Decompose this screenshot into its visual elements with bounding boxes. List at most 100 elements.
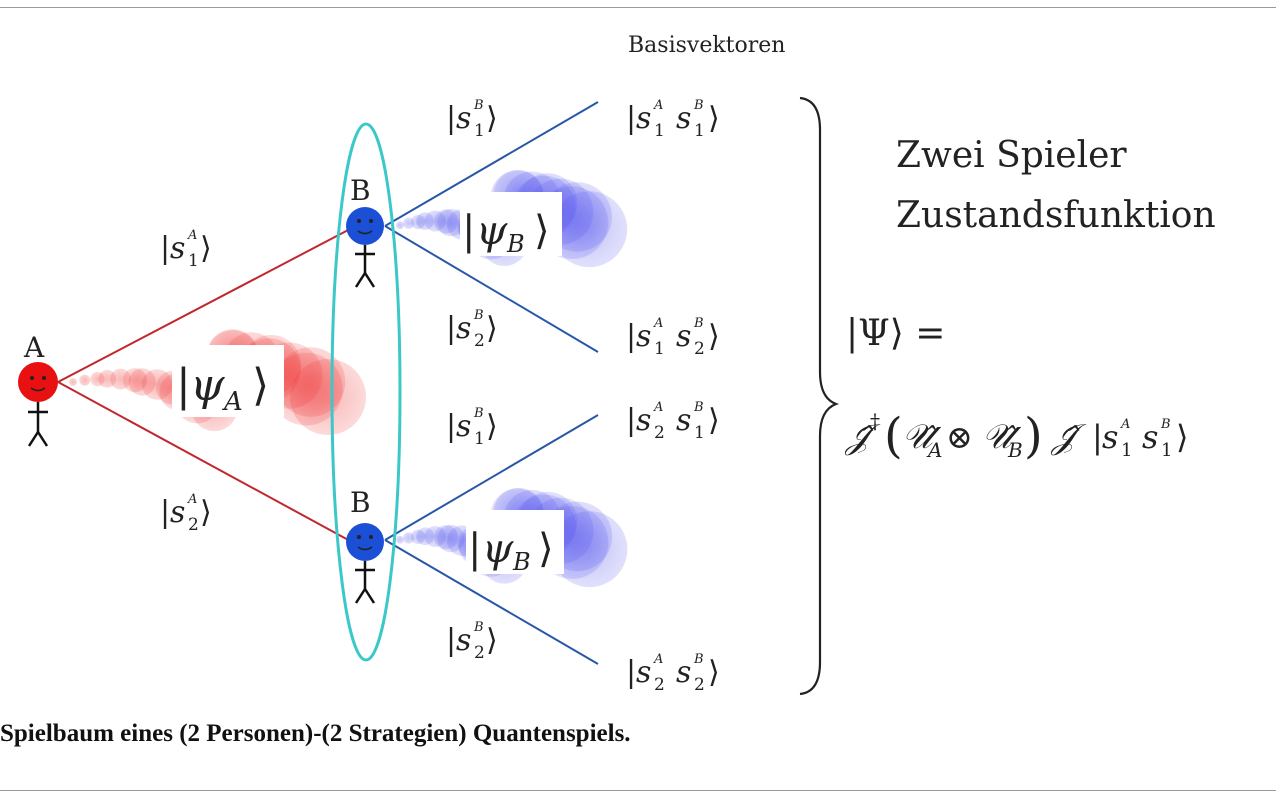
svg-text:⟩: ⟩ bbox=[486, 409, 498, 444]
player-b-bottom-label: B bbox=[350, 486, 371, 519]
svg-text:|: | bbox=[446, 409, 456, 444]
cloud-bubble bbox=[551, 191, 628, 268]
edge-a-top bbox=[57, 227, 353, 383]
svg-text:s: s bbox=[456, 101, 471, 136]
player-a-head bbox=[18, 362, 58, 402]
svg-text:⟩: ⟩ bbox=[1176, 418, 1188, 456]
edge-label-a-top: | s 1 A ⟩ bbox=[160, 228, 212, 271]
svg-text:|: | bbox=[626, 403, 636, 438]
svg-text:|: | bbox=[462, 208, 475, 254]
edge-b-bottom-down bbox=[384, 539, 599, 665]
player-b-bottom-head bbox=[346, 523, 384, 561]
right-curly-brace bbox=[799, 96, 840, 696]
basis-vector-4: | s 2 A s 2 B ⟩ bbox=[626, 652, 720, 695]
svg-text:⟩: ⟩ bbox=[486, 101, 498, 136]
svg-text:A: A bbox=[653, 652, 663, 667]
svg-text:⟩: ⟩ bbox=[486, 623, 498, 658]
psi-b-top-label: | ψ B ⟩ bbox=[460, 192, 562, 258]
svg-text:†: † bbox=[870, 409, 880, 433]
svg-text:A: A bbox=[187, 228, 197, 243]
svg-text:A: A bbox=[653, 400, 663, 415]
bottom-border bbox=[0, 790, 1276, 791]
svg-text:|: | bbox=[1092, 418, 1103, 456]
svg-text:|: | bbox=[468, 526, 481, 572]
svg-text:2: 2 bbox=[654, 423, 665, 443]
svg-text:1: 1 bbox=[694, 423, 705, 443]
svg-text:B: B bbox=[512, 548, 531, 576]
svg-text:s: s bbox=[636, 655, 651, 690]
svg-text:B: B bbox=[473, 620, 484, 635]
basis-vector-3: | s 2 A s 1 B ⟩ bbox=[626, 400, 720, 443]
svg-text:⟩: ⟩ bbox=[708, 319, 720, 354]
svg-text:s: s bbox=[170, 495, 185, 530]
svg-text:ψ: ψ bbox=[190, 360, 225, 411]
state-formula: 𝒥̂ † ( 𝒰̂ A ⊗ 𝒰̂ B ) 𝒥̂ | s 1 A s 1 B ⟩ bbox=[844, 408, 1188, 464]
player-b-top-figure bbox=[346, 207, 384, 288]
svg-text:B: B bbox=[693, 98, 704, 113]
svg-text:s: s bbox=[456, 409, 471, 444]
svg-text:s: s bbox=[636, 403, 651, 438]
svg-text:s: s bbox=[1142, 418, 1158, 456]
basis-vector-2: | s 1 A s 2 B ⟩ bbox=[626, 316, 720, 359]
right-line-2: Zustandsfunktion bbox=[896, 195, 1216, 236]
svg-text:A: A bbox=[187, 492, 197, 507]
svg-text:1: 1 bbox=[474, 429, 485, 449]
svg-text:A: A bbox=[222, 387, 243, 417]
edge-label-b-top-down: | s 2 B ⟩ bbox=[446, 308, 498, 351]
cloud-bubble bbox=[79, 374, 91, 386]
basis-vector-1: | s 1 A s 1 B ⟩ bbox=[626, 98, 720, 141]
cloud-bubble bbox=[290, 359, 366, 435]
svg-text:𝒥̂: 𝒥̂ bbox=[1050, 417, 1087, 457]
player-b-bottom-figure bbox=[346, 523, 384, 604]
cloud-bubble bbox=[551, 511, 628, 588]
svg-text:|: | bbox=[160, 231, 170, 266]
svg-text:B: B bbox=[693, 316, 704, 331]
svg-text:1: 1 bbox=[474, 121, 485, 141]
svg-text:|: | bbox=[626, 101, 636, 136]
edge-label-b-top-up: | s 1 B ⟩ bbox=[446, 98, 498, 141]
svg-text:s: s bbox=[456, 311, 471, 346]
svg-text:2: 2 bbox=[694, 339, 705, 359]
psi-b-bottom-label: | ψ B ⟩ bbox=[466, 510, 564, 576]
svg-text:|: | bbox=[626, 655, 636, 690]
svg-text:B: B bbox=[693, 400, 704, 415]
svg-text:B: B bbox=[473, 98, 484, 113]
edge-label-a-bottom: | s 2 A ⟩ bbox=[160, 492, 212, 535]
svg-text:(: ( bbox=[884, 408, 903, 464]
svg-text:⟩: ⟩ bbox=[252, 360, 269, 411]
svg-text:|: | bbox=[176, 360, 191, 411]
svg-text:s: s bbox=[676, 403, 691, 438]
psi-state-lhs: |Ψ⟩ = bbox=[846, 313, 945, 354]
psi-a-label: | ψ A ⟩ bbox=[172, 345, 284, 417]
edge-b-top-down bbox=[384, 225, 599, 353]
svg-text:s: s bbox=[676, 101, 691, 136]
svg-text:1: 1 bbox=[654, 121, 665, 141]
svg-text:ψ: ψ bbox=[476, 208, 508, 254]
svg-text:⟩: ⟩ bbox=[486, 311, 498, 346]
edge-a-bottom bbox=[57, 381, 353, 543]
cloud-bubble bbox=[69, 378, 77, 386]
svg-text:s: s bbox=[170, 231, 185, 266]
svg-text:2: 2 bbox=[694, 675, 705, 695]
figure-caption: Spielbaum eines (2 Personen)-(2 Strategi… bbox=[0, 720, 631, 747]
svg-text:2: 2 bbox=[188, 515, 199, 535]
svg-text:B: B bbox=[1160, 417, 1171, 432]
player-b-top-head bbox=[346, 207, 384, 245]
edge-label-b-bottom-up: | s 1 B ⟩ bbox=[446, 406, 498, 449]
svg-text:⟩: ⟩ bbox=[708, 655, 720, 690]
svg-text:ψ: ψ bbox=[482, 526, 514, 572]
svg-text:⟩: ⟩ bbox=[200, 495, 212, 530]
svg-text:2: 2 bbox=[474, 643, 485, 663]
svg-text:⟩: ⟩ bbox=[708, 101, 720, 136]
edge-b-bottom-up bbox=[384, 414, 599, 541]
svg-text:|: | bbox=[446, 101, 456, 136]
information-set-ellipse bbox=[330, 122, 402, 662]
basis-title: Basisvektoren bbox=[628, 33, 785, 58]
svg-text:A: A bbox=[653, 98, 663, 113]
svg-text:s: s bbox=[636, 319, 651, 354]
player-a-figure bbox=[18, 362, 58, 447]
svg-text:⟩: ⟩ bbox=[538, 526, 554, 572]
svg-text:|: | bbox=[160, 495, 170, 530]
svg-text:B: B bbox=[506, 230, 525, 258]
svg-text:B: B bbox=[473, 308, 484, 323]
